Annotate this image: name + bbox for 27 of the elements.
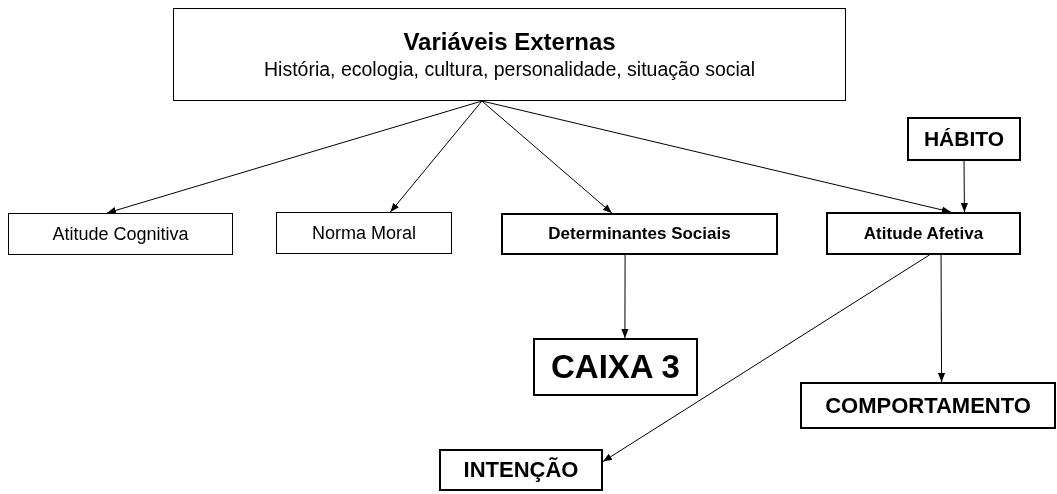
arrow [481,100,952,214]
concept-box [533,338,698,396]
concept-box [826,212,1021,255]
box-title: HÁBITO [923,125,1005,152]
box-title: Atitude Afetiva [863,222,984,245]
concept-box [276,212,452,254]
arrow [937,254,946,383]
concept-box [907,117,1021,161]
box-title: Determinantes Sociais [548,223,731,245]
concept-box [8,213,233,255]
box-title: COMPORTAMENTO [825,391,1031,420]
concept-box [800,382,1056,429]
arrow [106,100,483,214]
arrow [621,254,629,339]
heading-box [173,8,846,101]
box-subtitle: História, ecologia, cultura, personalidade, situação social [264,57,755,82]
box-title: Norma Moral [312,221,416,245]
arrow [481,100,613,214]
box-title: INTENÇÃO [463,456,579,484]
arrow [602,254,930,463]
concept-box [439,449,603,491]
concept-box [501,213,778,255]
box-title: CAIXA 3 [551,347,680,388]
arrow [960,160,968,213]
box-title: Atitude Cognitiva [52,222,189,246]
box-title: Variáveis Externas [403,27,616,58]
arrow [389,100,483,213]
